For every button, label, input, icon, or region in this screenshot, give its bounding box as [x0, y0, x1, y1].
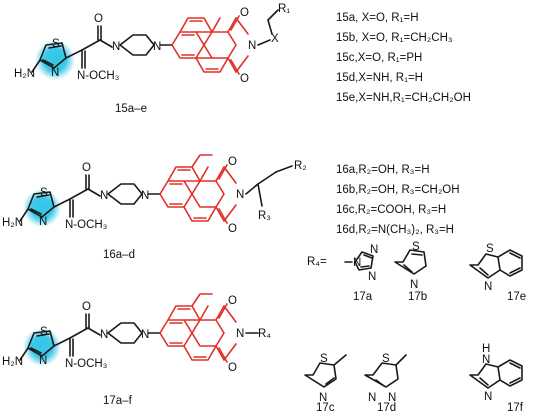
n-pip2-17: N [141, 329, 149, 341]
svg-text:N: N [353, 257, 361, 269]
n-pip1-17: N [100, 329, 108, 341]
o-atom-15: O [94, 13, 103, 25]
molecule-17 [19, 293, 259, 366]
n-atom-17: N [39, 355, 47, 367]
n-pip1-15: N [112, 41, 120, 53]
h2n-label-16: H₂N [2, 217, 23, 229]
n-pip2-15: N [153, 41, 161, 53]
label-17a: 17a [353, 291, 373, 303]
o-bot-15: O [240, 73, 249, 85]
o-atom-16: O [82, 162, 91, 174]
label-17c: 17c [316, 402, 335, 414]
n-imide-15: N [248, 40, 256, 52]
o-bot-16: O [228, 223, 237, 235]
svg-text:S: S [320, 353, 328, 365]
svg-text:H: H [482, 343, 490, 355]
svg-text:N: N [410, 279, 418, 291]
n-atom-16: N [39, 216, 47, 228]
svg-text:N: N [368, 271, 376, 283]
molecule-15 [31, 9, 279, 80]
oxime-label-15: N-OCH₃ [77, 70, 120, 82]
svg-text:N: N [319, 392, 327, 404]
legend-15-c: 15c,X=O, R₁=PH [336, 52, 422, 64]
r2-label-16: R₂ [294, 160, 307, 172]
legend-16: 16a,R₂=OH, R₃=H 16b,R₂=OH, R₃=CH₂OH 16c,… [336, 164, 460, 236]
h2n-label-15: H₂N [14, 68, 35, 80]
legend-16-b: 16b,R₂=OH, R₃=CH₂OH [336, 184, 460, 196]
compound-16-label: 16a–d [103, 249, 135, 261]
compound-15-label: 15a–e [115, 103, 147, 115]
substituent-17d: S N N [364, 353, 407, 404]
legend-15-d: 15d,X=NH, R₁=H [336, 72, 423, 84]
svg-text:N: N [370, 244, 378, 256]
substituent-17e: S N [469, 243, 523, 293]
r4-equals: R₄= [307, 256, 327, 268]
molecule-16 [19, 154, 293, 227]
svg-text:N: N [368, 392, 376, 404]
legend-16-c: 16c,R₂=COOH, R₃=H [336, 204, 446, 216]
svg-text:S: S [412, 241, 420, 253]
n-imide-17: N [236, 328, 244, 340]
label-17b: 17b [408, 291, 427, 303]
svg-text:S: S [382, 353, 390, 365]
label-17f: 17f [507, 402, 524, 414]
o-top-15: O [240, 7, 249, 19]
substituent-17a: N N N [344, 244, 378, 283]
legend-15: 15a, X=O, R₁=H 15b, X=O, R₁=CH₂CH₃ 15c,X… [336, 12, 471, 104]
o-atom-17: O [82, 301, 91, 313]
svg-text:N: N [482, 354, 490, 366]
o-top-17: O [228, 295, 237, 307]
o-top-16: O [228, 156, 237, 168]
substituent-17b: S N [394, 241, 427, 291]
r3-label-16: R₃ [258, 210, 271, 222]
label-17e: 17e [507, 291, 526, 303]
o-bot-17: O [228, 362, 237, 374]
n-pip2-16: N [141, 190, 149, 202]
legend-16-a: 16a,R₂=OH, R₃=H [336, 164, 430, 176]
n-imide-16: N [236, 189, 244, 201]
svg-text:S: S [486, 243, 494, 255]
s-atom-17: S [40, 326, 48, 338]
n-atom-15: N [51, 67, 59, 79]
legend-15-a: 15a, X=O, R₁=H [336, 12, 419, 24]
legend-16-d: 16d,R₂=N(CH₃)₂, R₃=H [336, 224, 454, 236]
substituent-17f: H N N [469, 343, 523, 403]
legend-15-e: 15e,X=NH,R₁=CH₂CH₂OH [336, 92, 471, 104]
r1-label-15: R₁ [278, 3, 290, 15]
oxime-label-17: N-OCH₃ [65, 358, 108, 370]
h2n-label-17: H₂N [2, 356, 23, 368]
label-17d: 17d [377, 402, 396, 414]
legend-15-b: 15b, X=O, R₁=CH₂CH₃ [336, 32, 453, 44]
substituent-17c: S N [304, 353, 347, 404]
oxime-label-16: N-OCH₃ [65, 219, 108, 231]
svg-text:N: N [484, 391, 492, 403]
svg-text:N: N [388, 392, 396, 404]
x-label-15: X [271, 33, 279, 45]
s-atom-15: S [52, 38, 60, 50]
s-atom-16: S [40, 187, 48, 199]
n-pip1-16: N [100, 190, 108, 202]
svg-text:N: N [484, 281, 492, 293]
compound-17-label: 17a–f [103, 395, 133, 407]
r4-label-17: R₄ [258, 328, 271, 340]
